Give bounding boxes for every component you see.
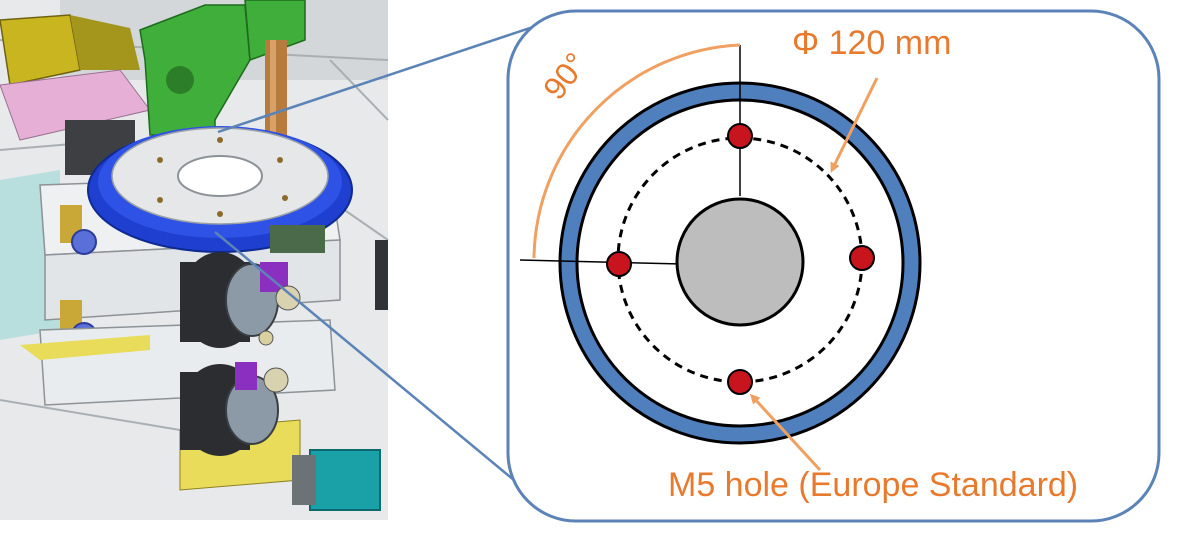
zoom-connector-top: [217, 10, 579, 134]
horizontal-reference-line: [519, 259, 683, 265]
m5-hole-bottom: [727, 369, 753, 395]
m5-hole-right: [849, 245, 875, 271]
zoom-connector-bottom: [214, 231, 563, 521]
center-bore: [675, 197, 805, 327]
angle-arc: [532, 43, 741, 259]
diameter-label: Φ 120 mm: [792, 24, 952, 62]
hole-arrow: [749, 393, 822, 472]
m5-hole-left: [606, 251, 632, 277]
diameter-arrow: [830, 77, 879, 173]
m5-hole-top: [727, 123, 753, 149]
hole-label: M5 hole (Europe Standard): [668, 466, 1079, 504]
cad-render-image: [0, 0, 389, 537]
